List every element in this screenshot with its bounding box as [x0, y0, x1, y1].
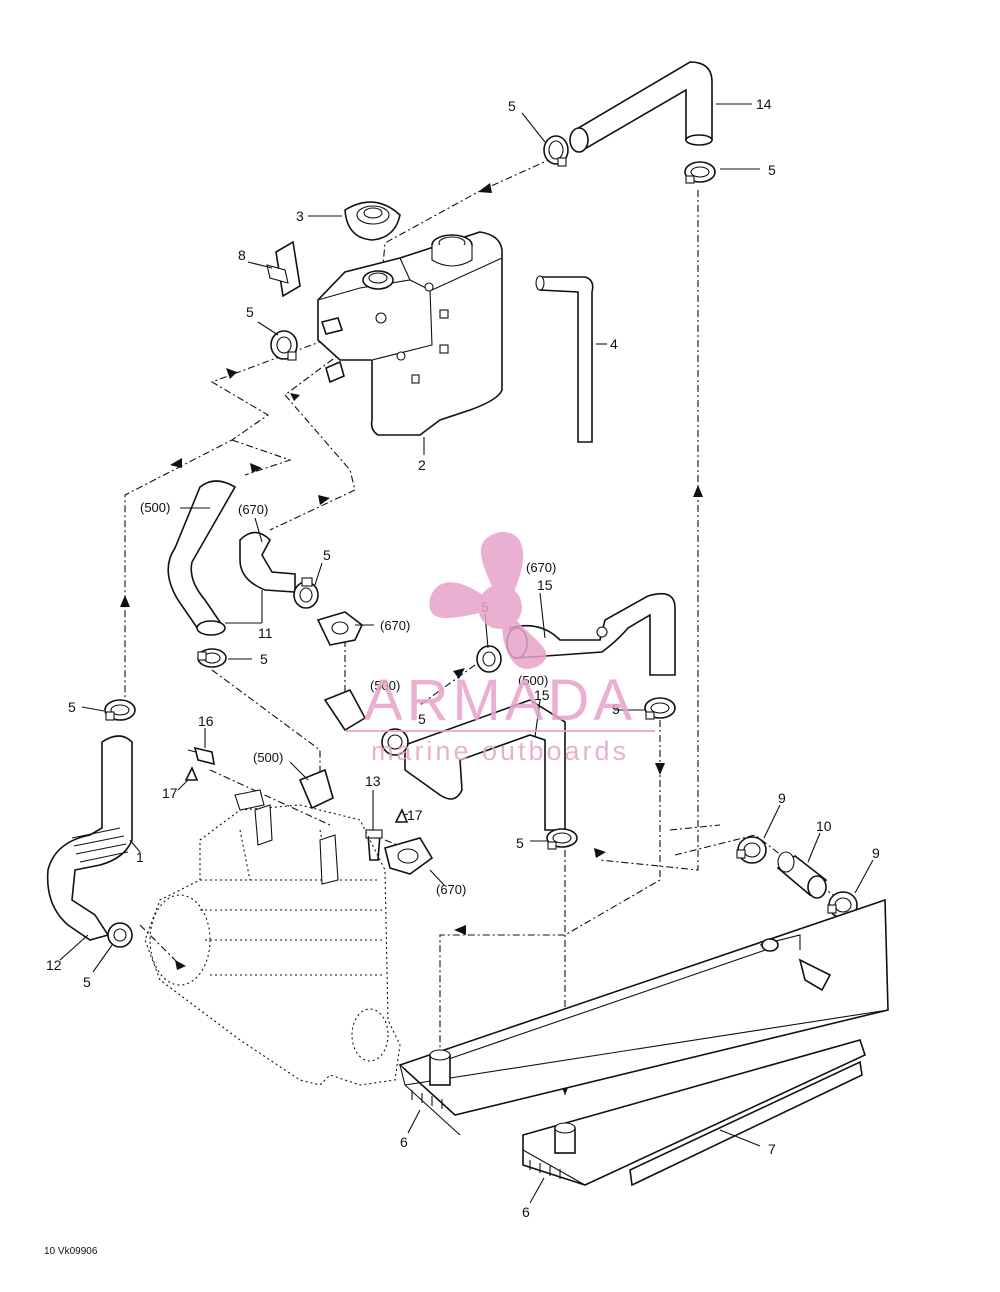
tube-10	[776, 851, 828, 899]
callout-500: (500)	[518, 673, 548, 688]
callout-1: 1	[136, 849, 144, 865]
callout-3: 3	[296, 208, 304, 224]
callout-5: 5	[83, 974, 91, 990]
hose-14	[569, 61, 713, 153]
watermark-tagline: marine outboards	[371, 736, 629, 766]
callout-4: 4	[610, 336, 618, 352]
hose-500-center	[323, 688, 367, 732]
elbow-500	[298, 768, 334, 810]
callout-9: 9	[872, 845, 880, 861]
callout-9: 9	[778, 790, 786, 806]
callout-670: (670)	[436, 882, 466, 897]
callout-11: 11	[258, 625, 273, 641]
clamp-tank	[270, 330, 298, 361]
callout-5: 5	[68, 699, 76, 715]
callout-670: (670)	[238, 502, 268, 517]
callout-2: 2	[418, 457, 426, 473]
sensor-13	[365, 829, 383, 861]
leader-lines	[59, 103, 874, 1204]
callout-16: 16	[198, 713, 214, 729]
hose-500-left	[167, 480, 237, 636]
callout-500: (500)	[140, 500, 170, 515]
armada-watermark: ARMADA marine outboards	[345, 531, 655, 766]
callout-500: (500)	[253, 750, 283, 765]
callout-15: 15	[537, 577, 553, 593]
clamp-hose-1-bottom	[107, 922, 133, 948]
callout-13: 13	[365, 773, 381, 789]
clamp-mid-left-1	[293, 577, 319, 609]
callout-15: 15	[534, 687, 550, 703]
callout-10: 10	[816, 818, 832, 834]
propeller-logo-icon	[429, 531, 547, 669]
clamp-center	[381, 728, 409, 756]
callout-5: 5	[260, 651, 268, 667]
washer-17-left	[184, 766, 199, 781]
callout-14: 14	[756, 96, 772, 112]
strap-8	[266, 240, 301, 298]
callout-5: 5	[246, 304, 254, 320]
callout-8: 8	[238, 247, 246, 263]
cap-3	[344, 201, 401, 241]
callout-12: 12	[46, 957, 62, 973]
cooler-lower	[522, 1039, 866, 1186]
hose-670-left	[239, 531, 296, 593]
callout-17: 17	[407, 807, 423, 823]
cooler-upper	[398, 898, 889, 1136]
thermostat-housing-670	[316, 611, 363, 646]
clamp-top-right	[684, 161, 716, 184]
callout-5: 5	[323, 547, 331, 563]
clamp-9-left	[736, 836, 767, 864]
callout-labels: 14 5 5 3 8 5 4 2 (500) (670) 5 (670) 11 …	[46, 96, 880, 1220]
clamp-right-mid	[476, 645, 502, 673]
clamp-hose-1-top	[104, 699, 136, 721]
figure-reference: 10 Vk09906	[44, 1246, 98, 1257]
callout-7: 7	[768, 1141, 776, 1157]
callout-17: 17	[162, 785, 178, 801]
cover-670-lower	[384, 837, 434, 875]
tube-4	[535, 275, 594, 443]
callout-6: 6	[522, 1204, 530, 1220]
callout-5: 5	[516, 835, 524, 851]
callout-5: 5	[612, 701, 620, 717]
callout-5: 5	[418, 711, 426, 727]
callout-670: (670)	[380, 618, 410, 633]
clamp-lower-center	[546, 828, 578, 850]
clamp-right-upper	[644, 697, 676, 720]
callout-500: (500)	[370, 678, 400, 693]
callout-5: 5	[768, 162, 776, 178]
clamp-mid-left-2	[197, 648, 227, 668]
callout-5: 5	[508, 98, 516, 114]
washer-17-right	[394, 808, 409, 823]
reservoir-2	[317, 231, 503, 436]
sensor-16	[187, 746, 215, 766]
hose-1	[46, 735, 133, 941]
watermark-brand: ARMADA	[364, 668, 636, 733]
clamp-top-left	[543, 135, 569, 167]
engine-block	[144, 789, 401, 1086]
callout-6: 6	[400, 1134, 408, 1150]
strip-7	[629, 1060, 863, 1187]
callout-670: (670)	[526, 560, 556, 575]
